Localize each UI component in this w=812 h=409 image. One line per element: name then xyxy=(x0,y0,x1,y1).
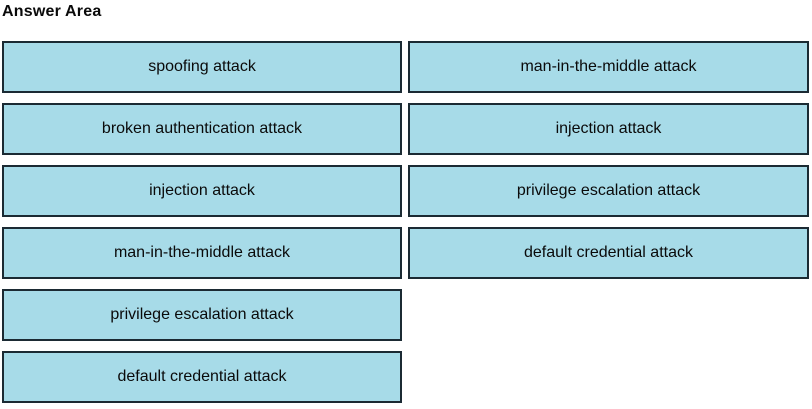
answer-slot[interactable]: privilege escalation attack xyxy=(408,165,809,217)
answer-slot[interactable]: default credential attack xyxy=(408,227,809,279)
answer-option[interactable]: broken authentication attack xyxy=(2,103,402,155)
answer-option[interactable]: man-in-the-middle attack xyxy=(2,227,402,279)
answer-option[interactable]: injection attack xyxy=(2,165,402,217)
answer-area-heading: Answer Area xyxy=(2,3,102,20)
answer-option[interactable]: default credential attack xyxy=(2,351,402,403)
answers-column: man-in-the-middle attack injection attac… xyxy=(408,41,809,279)
answer-slot[interactable]: injection attack xyxy=(408,103,809,155)
answer-option[interactable]: privilege escalation attack xyxy=(2,289,402,341)
answer-option[interactable]: spoofing attack xyxy=(2,41,402,93)
options-column: spoofing attack broken authentication at… xyxy=(2,41,402,403)
answer-slot[interactable]: man-in-the-middle attack xyxy=(408,41,809,93)
